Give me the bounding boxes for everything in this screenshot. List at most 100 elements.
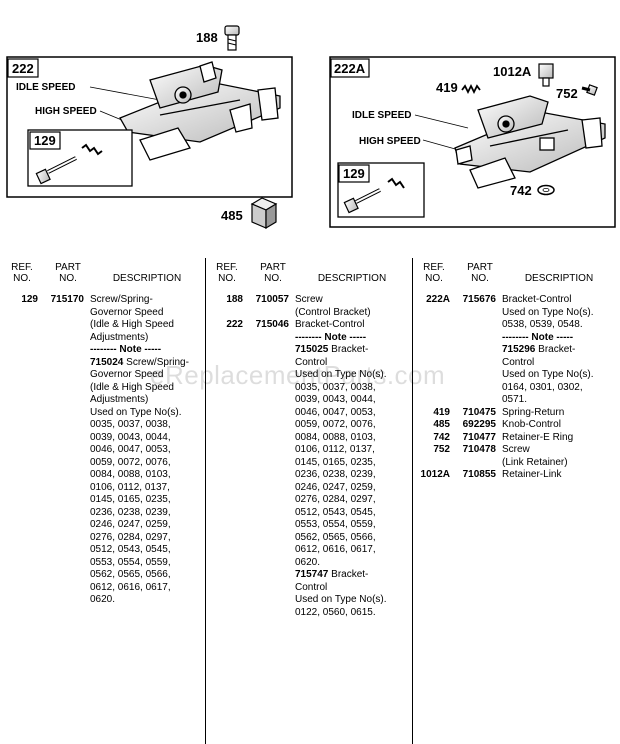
- part-no: 715170: [50, 294, 84, 305]
- description-line: 0084, 0088, 0103,: [90, 469, 171, 480]
- description-line: 0276, 0284, 0297,: [295, 494, 376, 505]
- description-line: 0145, 0165, 0235,: [295, 456, 376, 468]
- header-description: DESCRIPTION: [524, 273, 594, 284]
- ref-no: 129: [21, 294, 38, 305]
- description-line: 0164, 0301, 0302,: [502, 381, 583, 393]
- description-line: Governor Speed: [90, 369, 164, 380]
- control-bracket-222a-illustration: [454, 95, 606, 189]
- description-line: 0039, 0043, 0044,: [295, 394, 376, 405]
- description-line: Retainer-Link: [502, 469, 562, 480]
- description-line: 0620.: [295, 556, 321, 568]
- header-part: PART: [260, 262, 286, 273]
- ref-no: 222: [226, 319, 243, 330]
- description-line: 0236, 0238, 0239,: [90, 506, 171, 518]
- description-line: (Idle & High Speed: [90, 381, 174, 393]
- description-line: 0059, 0072, 0076,: [90, 456, 171, 468]
- ref-no: 188: [226, 294, 243, 305]
- header-ref: REF.: [423, 262, 445, 273]
- description-line: Bracket-Control: [295, 319, 365, 330]
- header-description: DESCRIPTION: [112, 273, 182, 284]
- description-line: 0035, 0037, 0038,: [90, 419, 171, 430]
- description-line: Control: [295, 581, 328, 593]
- description: Spring-Return: [502, 407, 612, 420]
- description: Retainer-Link: [502, 469, 612, 482]
- retainer-e-ring-742-illustration: [537, 184, 555, 196]
- ref-no: 1012A: [420, 469, 450, 480]
- description-line: 0612, 0616, 0617,: [90, 581, 171, 593]
- description-line: 0046, 0047, 0053,: [295, 406, 376, 418]
- description-line: 715296 Bracket-: [502, 344, 576, 355]
- description-line: Screw/Spring-: [90, 294, 153, 305]
- callout-485: 485: [221, 208, 243, 223]
- part-no: 710855: [462, 469, 496, 480]
- description-line: 0620.: [90, 594, 116, 605]
- header-ref: REF.: [11, 262, 33, 273]
- description-line: 0562, 0565, 0566,: [295, 531, 376, 543]
- description-line: Used on Type No(s).: [502, 369, 594, 380]
- callout-222a: 222A: [334, 61, 366, 76]
- control-bracket-222-illustration: [119, 61, 281, 161]
- description-line: 0059, 0072, 0076,: [295, 419, 376, 430]
- part-no: 715046: [255, 319, 289, 330]
- description: Knob-Control: [502, 419, 612, 432]
- header-part-no: NO.: [471, 273, 489, 284]
- description-line: 0612, 0616, 0617,: [295, 544, 376, 555]
- parts-diagram: 188 222 IDLE SPEED HIGH SPEED 129 485 22…: [6, 25, 616, 230]
- ref-no: 485: [433, 419, 450, 430]
- description-line: 0512, 0543, 0545,: [90, 544, 171, 555]
- description-line: 715025 Bracket-: [295, 344, 369, 355]
- left-diagram-box: [6, 56, 293, 198]
- description: Bracket-Control-------- Note -----715025…: [295, 319, 405, 619]
- description-line: 715747 Bracket-: [295, 569, 369, 580]
- header-part-no: NO.: [264, 273, 282, 284]
- description-line: 715024 Screw/Spring-: [90, 356, 189, 368]
- description-line: 0553, 0554, 0559,: [295, 519, 376, 530]
- part-no: 715676: [462, 294, 496, 305]
- description-line: Control: [502, 356, 535, 368]
- idle-speed-label-left: IDLE SPEED: [16, 82, 75, 93]
- description-line: 0246, 0247, 0259,: [295, 481, 376, 493]
- description-line: (Control Bracket): [295, 306, 371, 318]
- screw-spring-129-right-illustration: [343, 177, 405, 214]
- screw-188-illustration: [224, 25, 240, 51]
- description: Screw(Link Retainer): [502, 444, 612, 469]
- ref-no: 419: [433, 406, 450, 418]
- high-speed-label-right: HIGH SPEED: [359, 136, 421, 147]
- description-line: Used on Type No(s).: [502, 306, 594, 318]
- table-row: 1012A 710855 Retainer-Link: [412, 469, 620, 482]
- description-line: Used on Type No(s).: [295, 594, 387, 605]
- description-line: -------- Note -----: [502, 331, 574, 343]
- description-line: 0276, 0284, 0297,: [90, 531, 171, 543]
- right-diagram-box: [329, 56, 616, 228]
- screw-spring-129-left-illustration: [35, 143, 103, 185]
- spring-419-illustration: [461, 83, 481, 95]
- retainer-link-1012a-illustration: [538, 63, 554, 87]
- ref-no: 222A: [426, 294, 450, 305]
- description-line: 0553, 0554, 0559,: [90, 556, 171, 568]
- callout-188: 188: [196, 30, 218, 45]
- callout-129-right: 129: [343, 166, 365, 181]
- callout-222: 222: [12, 61, 34, 76]
- description-line: 0046, 0047, 0053,: [90, 444, 171, 455]
- description-line: Retainer-E Ring: [502, 431, 574, 443]
- idle-speed-label-right: IDLE SPEED: [352, 110, 411, 121]
- description-line: Governor Speed: [90, 306, 164, 318]
- table-row: 222 715046 Bracket-Control-------- Note --…: [205, 319, 412, 619]
- description-line: 0106, 0112, 0137,: [295, 444, 375, 455]
- description-line: -------- Note -----: [295, 331, 367, 343]
- description-line: Adjustments): [90, 331, 149, 343]
- callout-752: 752: [556, 86, 578, 101]
- description: Screw(Control Bracket): [295, 294, 405, 319]
- knob-485-illustration: [250, 197, 278, 230]
- header-description: DESCRIPTION: [317, 273, 387, 284]
- description-line: Spring-Return: [502, 406, 565, 418]
- description-line: Control: [295, 356, 328, 368]
